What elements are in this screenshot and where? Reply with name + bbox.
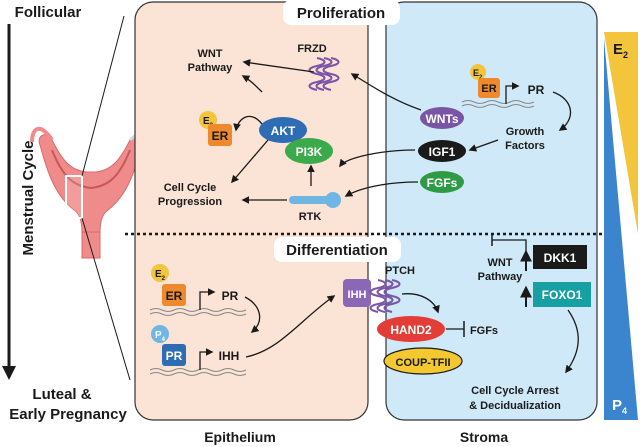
arrow-frzd-to-wnt [242,59,315,73]
hand2-label: HAND2 [390,323,432,337]
ihh-gene-label: IHH [219,349,240,363]
arrow-akt-to-cell-cycle [230,139,269,184]
frzd-receptor [308,57,340,91]
e2-wedge-label: E2 [613,41,628,60]
pr-gene-label-bottom: PR [222,289,239,303]
er-label-top: ER [212,129,229,143]
igf1-label: IGF1 [429,145,456,159]
er-label-stroma: ER [481,83,496,95]
dna-strand-er [149,308,247,312]
fgfs-node-top [420,171,464,193]
dna-strand-pr [149,368,247,372]
ptch-label: PTCH [385,265,415,277]
cell-cycle-line1: Cell Cycle [164,182,217,194]
arrow-wnts-to-frzd [350,73,422,111]
akt-label: AKT [271,124,296,138]
stroma-label: Stroma [460,429,508,445]
proliferation-label: Proliferation [297,5,385,22]
arrow-growth-to-igf1 [468,139,499,152]
wnt-pathway-line2: Pathway [188,62,234,74]
e2-badge-bottom-text: E2 [155,269,166,282]
p4-wedge-label: P4 [612,397,627,416]
proliferation-box [283,0,400,25]
ptch-receptor [369,279,401,313]
ihh-label: IHH [348,289,367,301]
ihh-promoter-arrow [199,348,214,370]
differentiation-label: Differentiation [286,242,388,259]
wnt-pathway-bottom-line2: Pathway [478,271,524,283]
arrow-pr-to-pr-protein [244,296,261,333]
arrow-akt-to-wnt [241,75,263,93]
wnt-pathway-line1: WNT [197,48,222,60]
follicular-label: Follicular [15,4,82,21]
pr-gene-label-top: PR [528,83,545,97]
pi3k-label: PI3K [296,145,323,159]
arrow-fgfs-to-rtk [344,181,419,197]
arrow-akt-er-feedback [233,115,265,132]
fgfs-label-bottom: FGFs [470,325,498,337]
pi3k-node [285,138,333,164]
menstrual-cycle-label: Menstrual Cycle [20,140,37,255]
er-box-top [208,124,232,146]
er-box-stroma [478,78,500,98]
p4-badge [151,325,169,343]
coup-tfii-node [383,347,463,375]
rtk-receptor [289,192,341,208]
frzd-label: FRZD [297,43,326,55]
arrow-pr-to-growth [552,91,572,131]
arrow-igf1-to-rtk [339,149,416,168]
arrest-line2: & Decidualization [469,400,561,412]
foxo1-box [533,282,591,307]
e2-gradient-wedge [604,32,638,234]
arrow-ptch-to-hand2 [401,293,440,314]
differentiation-box [274,237,401,262]
p4-gradient-wedge [604,38,638,420]
stroma-panel [385,1,598,421]
epithelium-label: Epithelium [204,429,276,445]
dna-strand-top-2 [461,104,535,108]
arrow-foxo1-to-arrest [565,309,579,374]
wnt-pathway-bottom-line1: WNT [487,257,512,269]
akt-node [259,117,307,143]
dkk1-box [533,245,587,269]
growth-line2: Factors [505,140,545,152]
arrest-line1: Cell Cycle Arrest [471,385,559,397]
wnts-label: WNTs [425,112,458,126]
dna-strand-top [461,100,535,104]
pr-box [162,344,186,366]
pr-promoter-arrow [505,82,520,104]
foxo1-label: FOXO1 [542,288,583,302]
pr-promoter-arrow-bottom [199,288,216,310]
hand2-node [377,316,445,342]
p4-badge-text: P4 [155,330,166,343]
wnts-node [420,107,464,129]
dkk1-label: DKK1 [544,251,577,265]
ihh-node [343,279,371,307]
growth-line1: Growth [506,126,545,138]
fgfs-label-top: FGFs [427,176,458,190]
pr-protein-label: PR [166,349,183,363]
coup-tfii-label: COUP-TFII [396,357,451,369]
e2-badge-bottom [151,264,169,282]
luteal-label-line1: Luteal & [32,386,91,403]
inhibit-hand2-fgfs [446,321,465,337]
dna-strand-pr-2 [149,372,247,376]
igf1-node [418,140,466,162]
e2-badge-stroma [470,64,486,80]
dna-strand-er-2 [149,312,247,316]
menstrual-cycle-arrow [2,24,16,380]
cell-cycle-line2: Progression [158,196,222,208]
arrow-ihh-gene-to-ihh [245,295,336,358]
luteal-label-line2: Early Pregnancy [9,406,127,423]
er-label-bottom: ER [166,289,183,303]
rtk-label: RTK [299,211,322,223]
er-box-bottom [162,284,186,306]
